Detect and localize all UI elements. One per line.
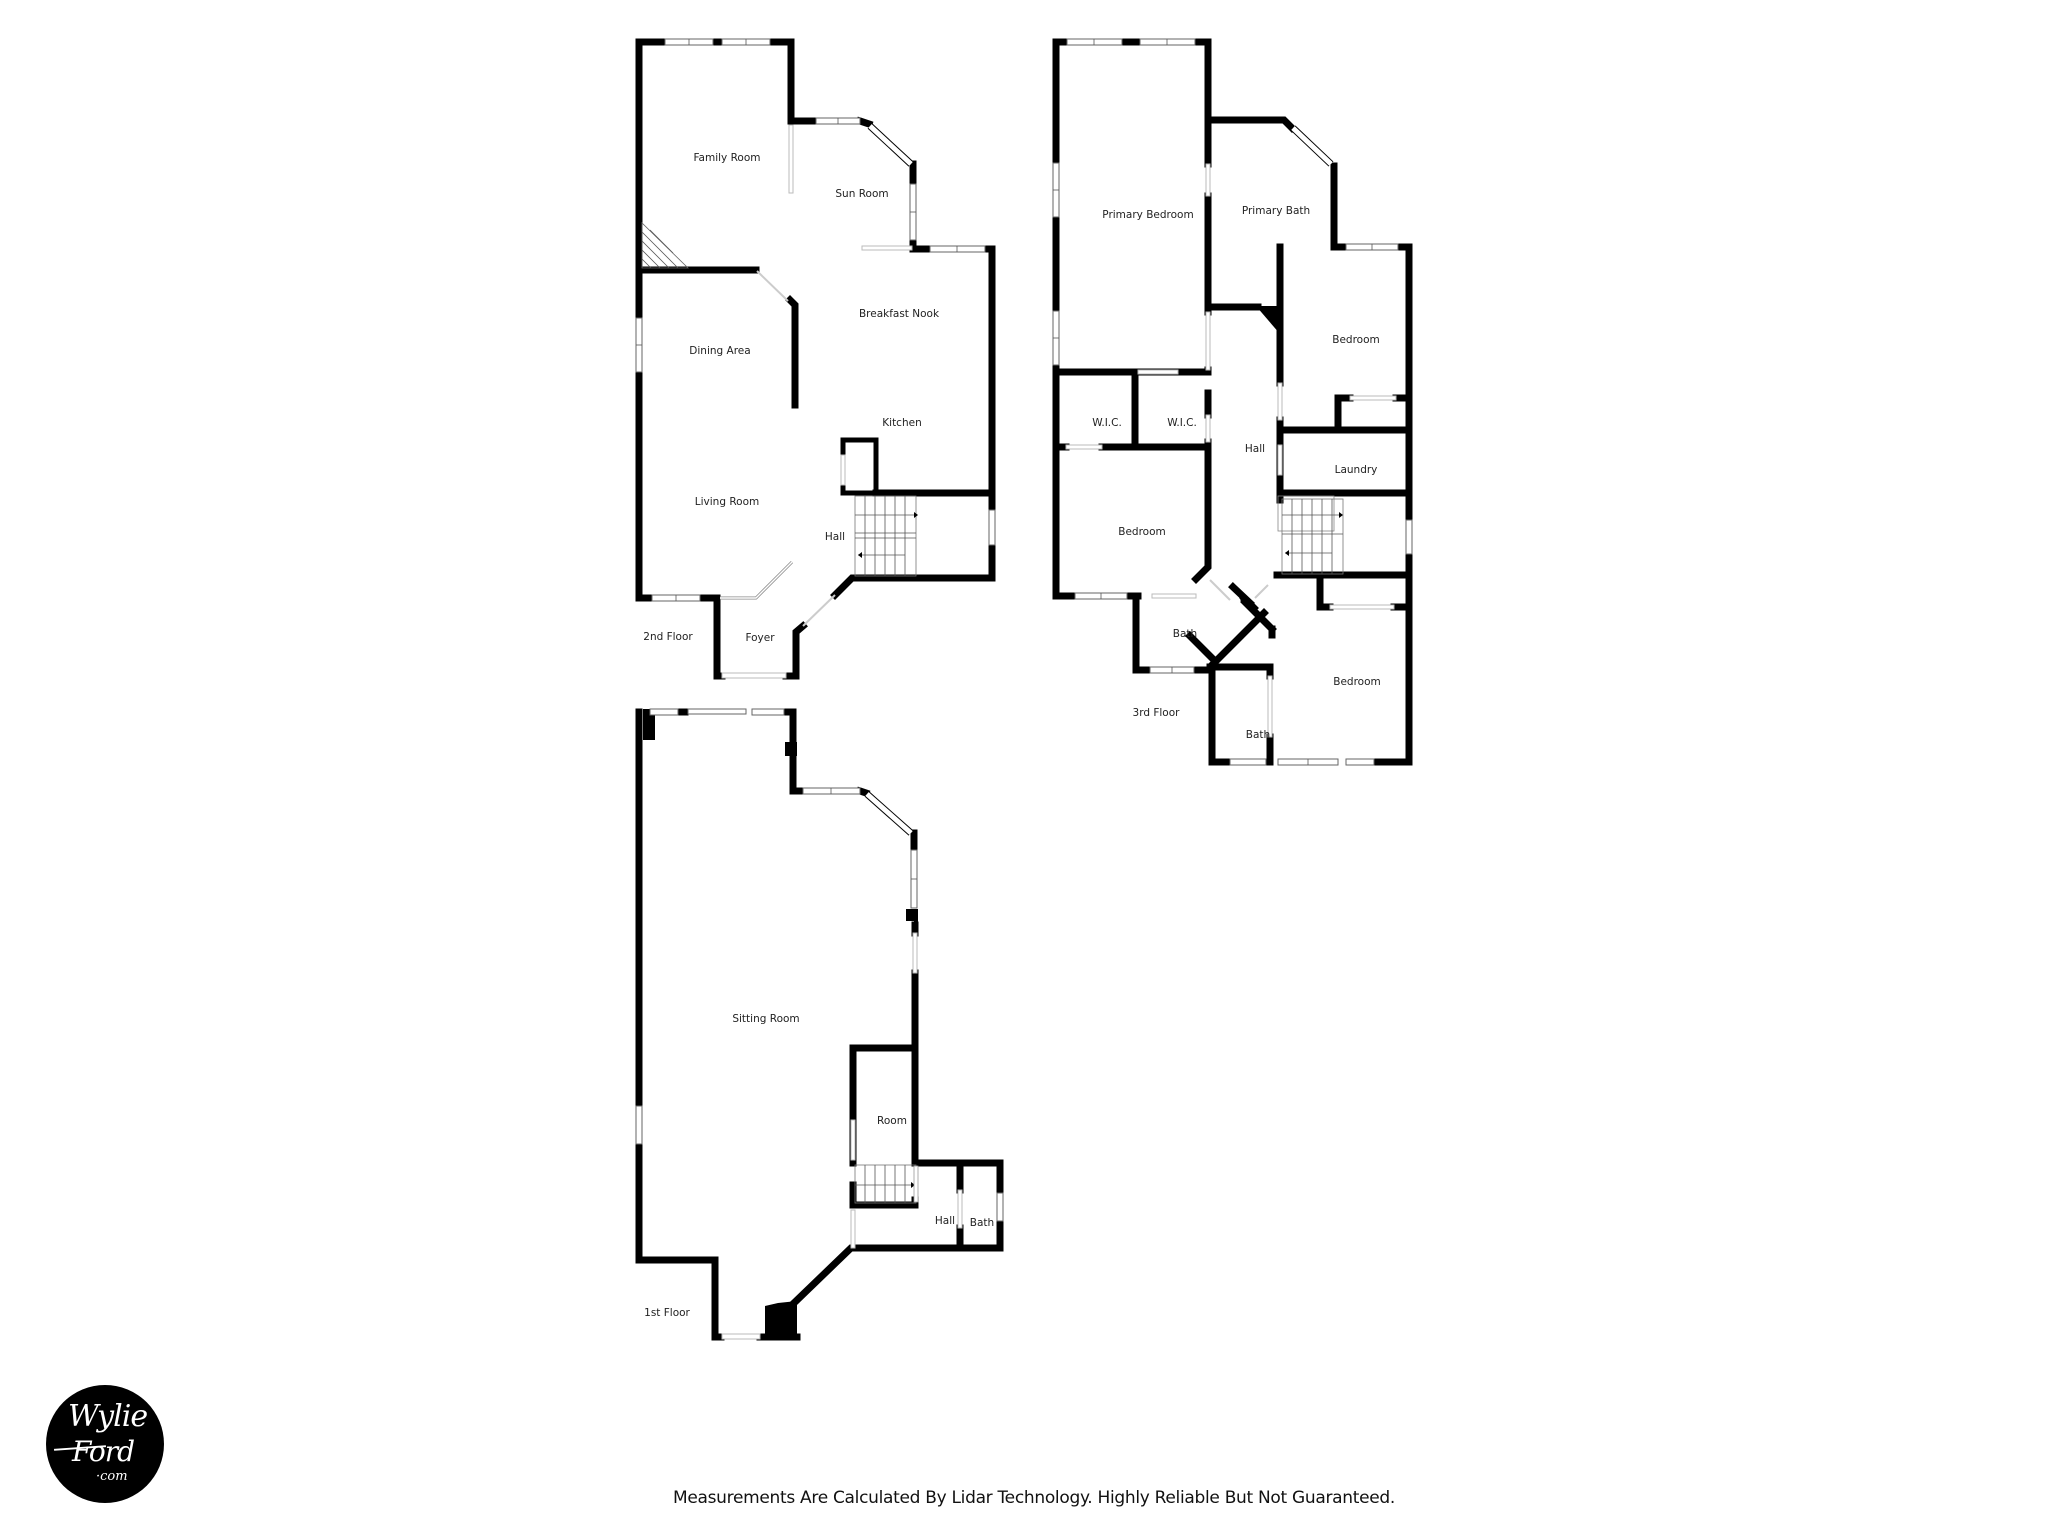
room-label-dining-area: Dining Area — [689, 345, 751, 357]
stairs-2nd-floor — [854, 495, 918, 577]
room-label-room: Room — [877, 1115, 907, 1127]
logo-text-line2: Ford — [72, 1435, 135, 1468]
stairs-3rd-floor — [1277, 495, 1344, 575]
room-label-bath-2: Bath — [1245, 729, 1271, 741]
logo-text-line3: ·com — [96, 1469, 128, 1484]
room-label-kitchen: Kitchen — [882, 417, 922, 429]
room-label-hall-2nd: Hall — [824, 531, 846, 543]
logo-text-line1: Wylie — [68, 1399, 148, 1434]
stairs-1st-floor — [854, 1164, 919, 1204]
room-label-bath-1st: Bath — [969, 1217, 995, 1229]
room-label-foyer: Foyer — [745, 632, 775, 644]
first-floor-plan — [635, 708, 1004, 1341]
floor-label-3rd: 3rd Floor — [1132, 707, 1180, 719]
room-label-bedroom-1: Bedroom — [1332, 334, 1380, 346]
room-label-breakfast-nook: Breakfast Nook — [858, 308, 940, 320]
measurement-disclaimer: Measurements Are Calculated By Lidar Tec… — [672, 1488, 1396, 1508]
room-label-primary-bedroom: Primary Bedroom — [1102, 209, 1194, 221]
room-label-family-room: Family Room — [693, 152, 761, 164]
fireplace-hatch — [641, 222, 689, 269]
floor-label-1st: 1st Floor — [644, 1307, 690, 1319]
second-floor-plan — [635, 38, 996, 680]
room-label-bedroom-2: Bedroom — [1118, 526, 1166, 538]
room-label-bath-1: Bath — [1172, 628, 1198, 640]
room-label-primary-bath: Primary Bath — [1241, 205, 1311, 217]
room-label-hall-3rd: Hall — [1244, 443, 1266, 455]
room-label-living-room: Living Room — [694, 496, 760, 508]
room-label-wic-1: W.I.C. — [1092, 417, 1122, 429]
room-label-sun-room: Sun Room — [835, 188, 889, 200]
room-label-bedroom-3: Bedroom — [1333, 676, 1381, 688]
brand-logo: Wylie Ford ·com — [46, 1385, 164, 1503]
third-floor-plan — [1052, 38, 1413, 766]
room-label-laundry: Laundry — [1334, 464, 1378, 476]
room-label-sitting-room: Sitting Room — [732, 1013, 800, 1025]
room-label-wic-2: W.I.C. — [1167, 417, 1197, 429]
room-label-hall-1st: Hall — [934, 1215, 956, 1227]
floor-label-2nd: 2nd Floor — [643, 631, 693, 643]
